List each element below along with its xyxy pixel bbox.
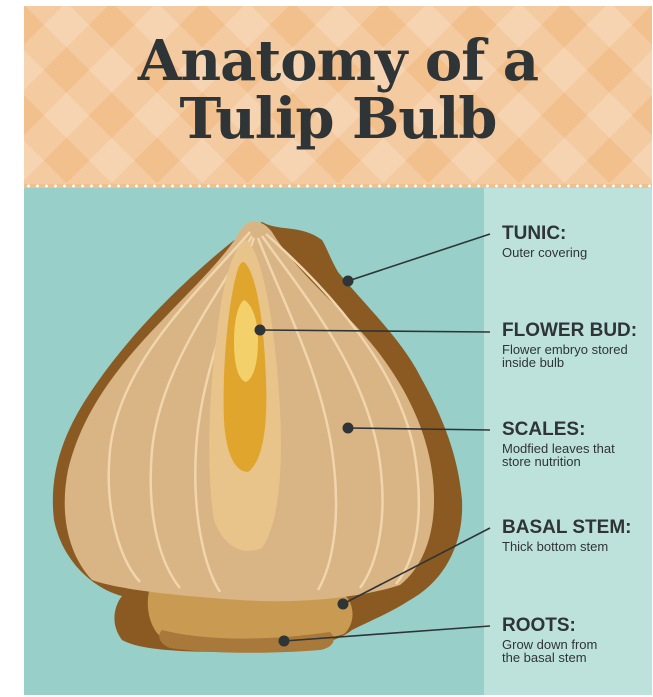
label-roots-desc-line-2: the basal stem — [502, 651, 652, 664]
label-scales-desc-line-2: store nutrition — [502, 455, 652, 468]
label-roots-name: ROOTS: — [502, 616, 652, 636]
label-roots: ROOTS: Grow down from the basal stem — [502, 616, 652, 664]
roots-marker — [279, 636, 290, 647]
label-basal-stem: BASAL STEM: Thick bottom stem — [502, 518, 652, 553]
label-tunic-desc-line-1: Outer covering — [502, 246, 652, 259]
label-scales-name: SCALES: — [502, 420, 652, 440]
label-tunic-name: TUNIC: — [502, 224, 652, 244]
label-basal-stem-desc-line-1: Thick bottom stem — [502, 540, 652, 553]
flower-bud-marker — [255, 325, 266, 336]
scales-marker — [343, 423, 354, 434]
label-flower-bud-desc-line-2: inside bulb — [502, 356, 652, 369]
label-scales: SCALES: Modfied leaves that store nutrit… — [502, 420, 652, 468]
basal-stem-marker — [338, 599, 349, 610]
label-tunic: TUNIC: Outer covering — [502, 224, 652, 259]
label-basal-stem-name: BASAL STEM: — [502, 518, 652, 538]
tunic-marker — [343, 276, 354, 287]
label-flower-bud: FLOWER BUD: Flower embryo stored inside … — [502, 321, 652, 369]
label-flower-bud-name: FLOWER BUD: — [502, 321, 652, 341]
